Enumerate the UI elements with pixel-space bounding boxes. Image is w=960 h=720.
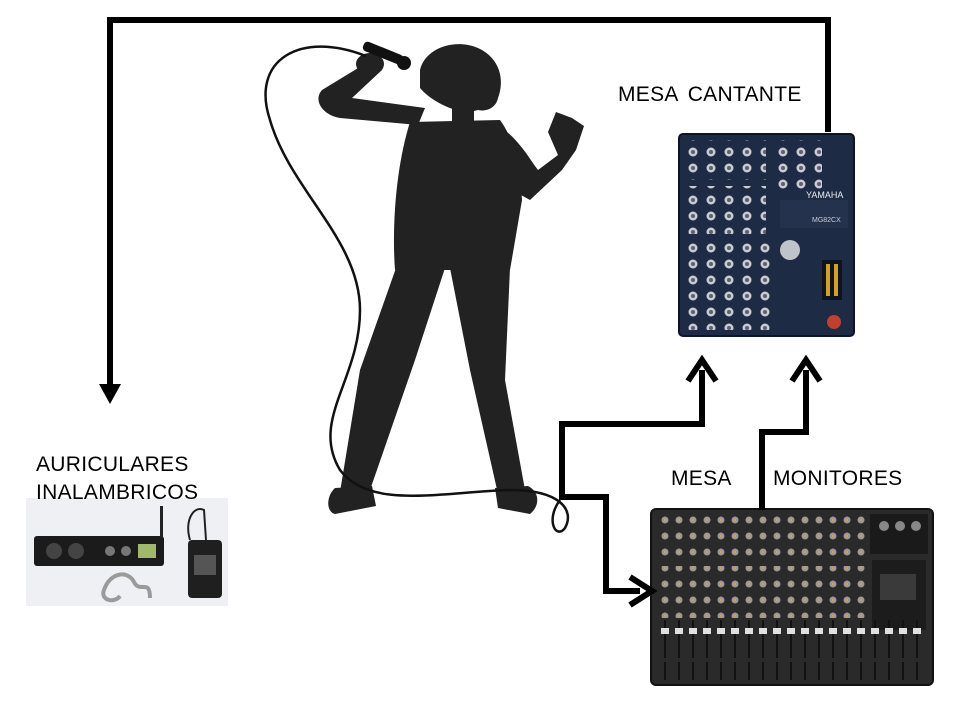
singer-silhouette: [318, 44, 584, 514]
label-inalambricos: INALAMBRICOS: [36, 481, 199, 504]
feed-to-mesa-arrowhead: [628, 574, 658, 608]
label-mesa: MESA: [671, 467, 732, 490]
return-feed-arrow: [107, 17, 831, 388]
large-mixer-image: [650, 508, 934, 686]
feed-to-mesa-cantante-arrow: [559, 370, 705, 500]
microphone-cable: [264, 45, 570, 533]
small-mixer-model: MG82CX: [812, 217, 841, 224]
label-monitores: MONITORES: [773, 467, 903, 490]
return-feed-arrowhead: [99, 384, 121, 404]
label-mesa-cantante: MESA CANTANTE: [618, 83, 802, 106]
monitors-to-mesa-cantante-arrow: [759, 370, 809, 510]
label-auriculares: AURICULARES: [36, 453, 189, 476]
small-mixer-image: [678, 133, 855, 337]
small-mixer-brand: YAMAHA: [806, 190, 843, 200]
microphone-icon: [362, 41, 411, 70]
feed-to-mesa-arrow: [562, 494, 640, 594]
wireless-iem-kit-image: [26, 498, 228, 606]
feed-to-mesa-cantante-arrowhead: [685, 354, 719, 383]
monitors-to-mesa-cantante-arrowhead: [789, 354, 823, 383]
